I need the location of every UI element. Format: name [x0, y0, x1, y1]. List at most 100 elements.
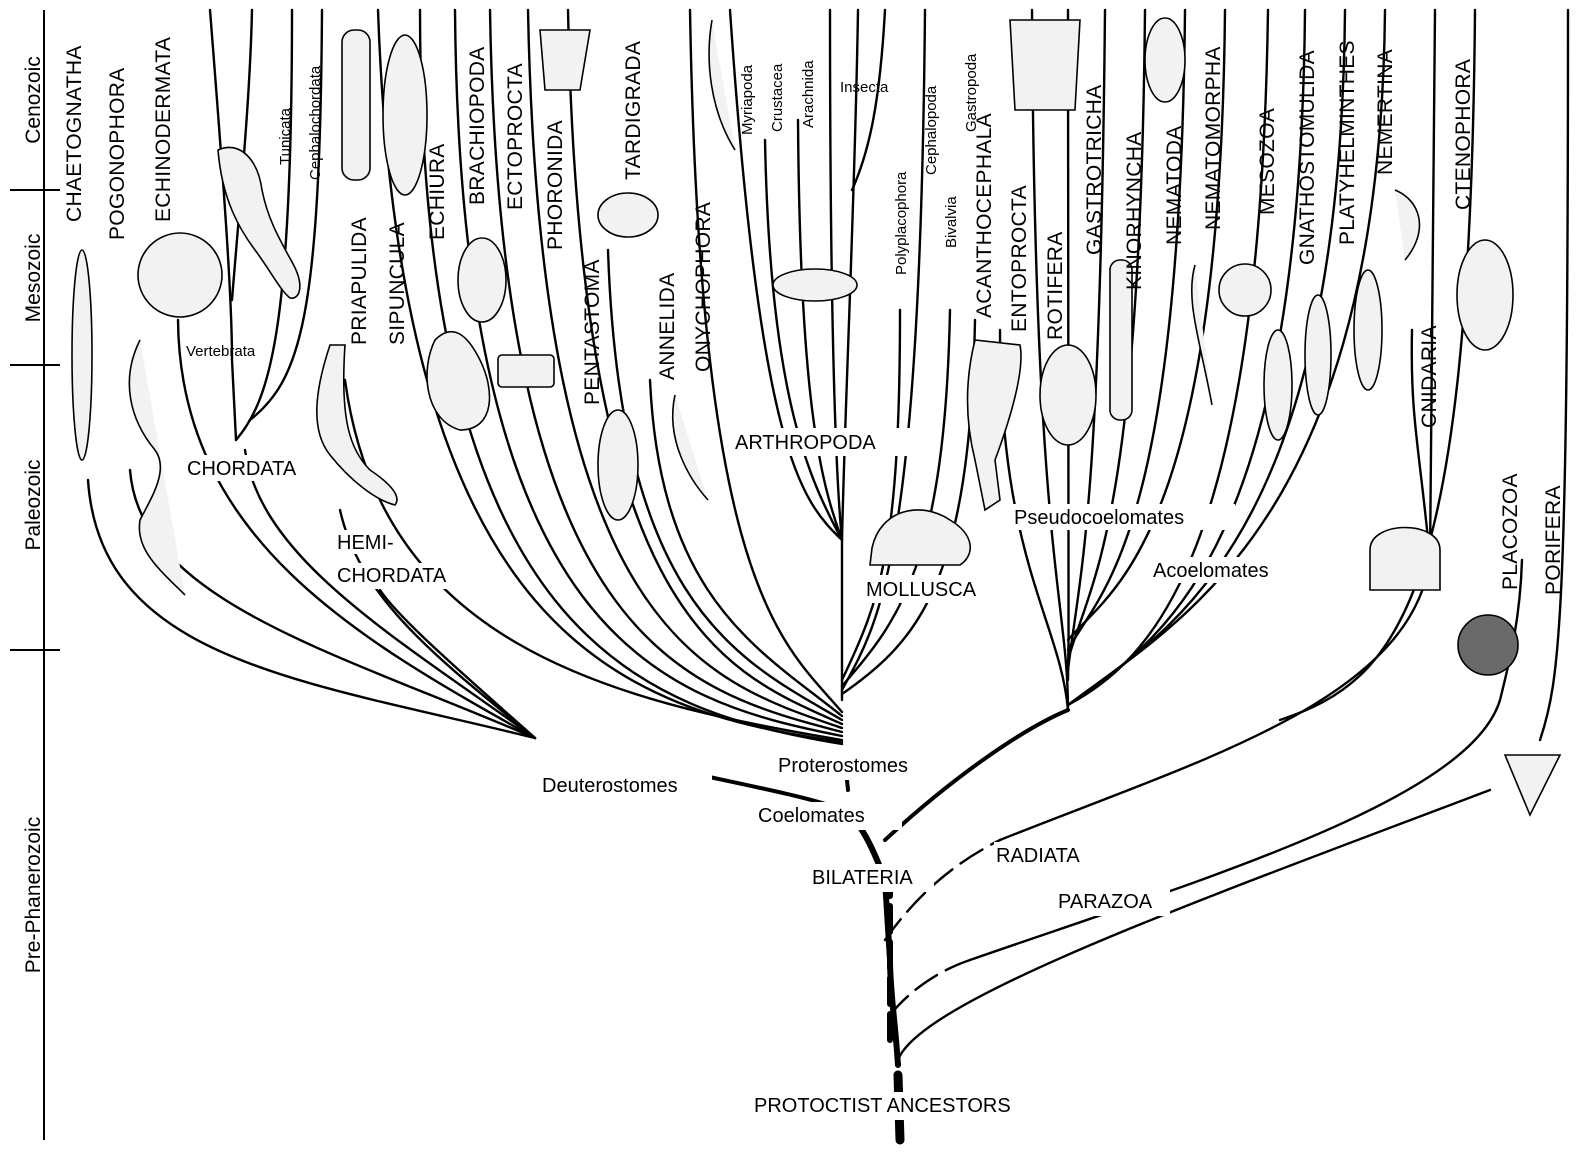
branch-chordata — [243, 448, 537, 740]
salamander-illustration — [217, 146, 301, 299]
horsehair-worm-illustration — [1218, 263, 1272, 317]
label-radiata: RADIATA — [996, 845, 1080, 867]
time-scale: Cenozoic Mesozoic Paleozoic Pre-Phaneroz… — [10, 10, 60, 1140]
label-platyhelminthes: PLATYHELMINTHES — [1336, 40, 1359, 245]
roundworm-illustration — [1190, 264, 1213, 406]
branch-tardigrada — [606, 248, 844, 722]
branch-parazoa-dashed — [888, 958, 972, 1017]
label-rotifera: ROTIFERA — [1044, 231, 1067, 340]
bryozoan-illustration — [497, 354, 555, 388]
ribbon-worm-illustration — [1394, 189, 1421, 261]
branch-kinorhyncha — [1066, 8, 1147, 662]
label-arthropoda: ARTHROPODA — [735, 432, 876, 454]
label-echiura: ECHIURA — [426, 143, 449, 240]
branch-vertebrata-2 — [230, 8, 254, 302]
echiuran-illustration — [426, 331, 491, 431]
branch-radiata — [998, 8, 1437, 842]
era-cenozoic: Cenozoic — [22, 56, 45, 144]
label-pseudocoelomates: Pseudocoelomates — [1014, 507, 1184, 529]
branch-cnidaria-stem — [1410, 328, 1432, 562]
label-pogonophora: POGONOPHORA — [106, 68, 129, 241]
branch-polyplacophora — [840, 308, 902, 682]
label-tunicata: Tunicata — [277, 107, 294, 165]
label-echinodermata: ECHINODERMATA — [152, 37, 175, 222]
phoronid-illustration — [539, 29, 591, 91]
label-cephalochordata: Cephalochordata — [307, 65, 324, 180]
entoproct-illustration — [1009, 19, 1081, 111]
lamp-shell-illustration — [457, 237, 507, 323]
era-paleozoic: Paleozoic — [22, 459, 45, 550]
branch-cephalochordata — [248, 8, 324, 422]
label-acoelomates: Acoelomates — [1153, 560, 1269, 582]
label-bivalvia: Bivalvia — [943, 196, 960, 248]
branch-bilateria-right — [883, 708, 1070, 842]
branch-porifera — [896, 788, 1492, 1062]
label-arachnida: Arachnida — [800, 60, 817, 128]
era-mesozoic: Mesozoic — [22, 234, 45, 323]
label-deuterostomes: Deuterostomes — [542, 775, 678, 797]
branch-echinodermata — [176, 318, 537, 740]
label-placozoa: PLACOZOA — [1499, 473, 1522, 590]
label-gastrotricha: GASTROTRICHA — [1083, 85, 1106, 255]
label-mesozoa: MESOZOA — [1256, 108, 1279, 215]
phylum-labels: CHAETOGNATHA POGONOPHORA ECHINODERMATA P… — [63, 37, 1565, 595]
branch-ectoprocta — [488, 8, 844, 734]
bristle-worm-illustration — [671, 394, 709, 501]
branch-vertebrata — [208, 8, 238, 442]
label-hemichordata-line2: CHORDATA — [337, 565, 447, 587]
branch-arachnida — [828, 8, 844, 542]
insect-illustration — [772, 268, 858, 302]
comb-jelly-illustration — [1456, 239, 1514, 351]
gastrotrich-illustration — [1109, 259, 1133, 421]
label-gnathostomulida: GNATHOSTOMULIDA — [1296, 50, 1319, 265]
branch-bivalvia — [840, 308, 952, 688]
label-tardigrada: TARDIGRADA — [622, 41, 645, 180]
snail-illustration — [869, 509, 972, 566]
label-ectoprocta: ECTOPROCTA — [504, 63, 527, 210]
peanut-worm-illustration — [382, 34, 428, 196]
beard-worm-illustration — [128, 339, 186, 596]
branch-crustacea — [796, 118, 844, 542]
branch-outer-right — [1538, 8, 1570, 742]
arrow-worm-illustration — [71, 249, 93, 461]
label-polyplacophora: Polyplacophora — [893, 171, 910, 275]
label-pentastoma: PENTASTOMA — [581, 259, 604, 405]
rotifer-illustration — [1039, 344, 1097, 446]
branch-mesozoa — [1066, 8, 1270, 707]
subgroup-labels: Tunicata Cephalochordata Myriapoda Crust… — [186, 53, 980, 360]
label-coelomates: Coelomates — [758, 805, 865, 827]
label-nematoda: NEMATODA — [1163, 126, 1186, 245]
branch-hemichordata-2 — [378, 588, 537, 740]
kinorhynch-illustration — [1144, 17, 1186, 103]
label-kinorhyncha: KINORHYNCHA — [1123, 132, 1146, 290]
label-vertebrata: Vertebrata — [186, 343, 256, 360]
branch-nemertina — [1066, 8, 1387, 707]
branch-gastrotricha — [1066, 8, 1107, 672]
branch-tunicata — [234, 8, 294, 442]
label-insecta: Insecta — [840, 79, 889, 96]
label-porifera: PORIFERA — [1542, 485, 1565, 595]
priapulid-illustration — [341, 29, 371, 181]
label-cnidaria: CNIDARIA — [1418, 325, 1441, 428]
era-pre-phanerozoic: Pre-Phanerozoic — [22, 817, 45, 973]
branch-phoronida — [526, 8, 844, 730]
label-nematomorpha: NEMATOMORPHA — [1202, 46, 1225, 230]
label-priapulida: PRIAPULIDA — [348, 217, 371, 345]
velvet-worm-illustration — [708, 19, 736, 151]
tardigrade-illustration — [597, 192, 659, 238]
acorn-worm-illustration — [316, 344, 398, 506]
label-onychophora: ONYCHOPHORA — [692, 202, 715, 372]
label-gastropoda: Gastropoda — [963, 53, 980, 132]
branch-chaetognatha — [86, 478, 537, 740]
label-myriapoda: Myriapoda — [739, 64, 756, 135]
sponge-illustration — [1503, 754, 1562, 817]
label-entoprocta: ENTOPROCTA — [1008, 185, 1031, 332]
jaw-worm-illustration — [1304, 294, 1332, 416]
organisms — [71, 17, 1562, 817]
label-parazoa: PARAZOA — [1058, 891, 1153, 913]
label-annelida: ANNELIDA — [656, 273, 679, 380]
branch-onychophora — [688, 8, 844, 714]
branch-pogonophora — [128, 468, 537, 740]
jellyfish-illustration — [1369, 526, 1441, 591]
